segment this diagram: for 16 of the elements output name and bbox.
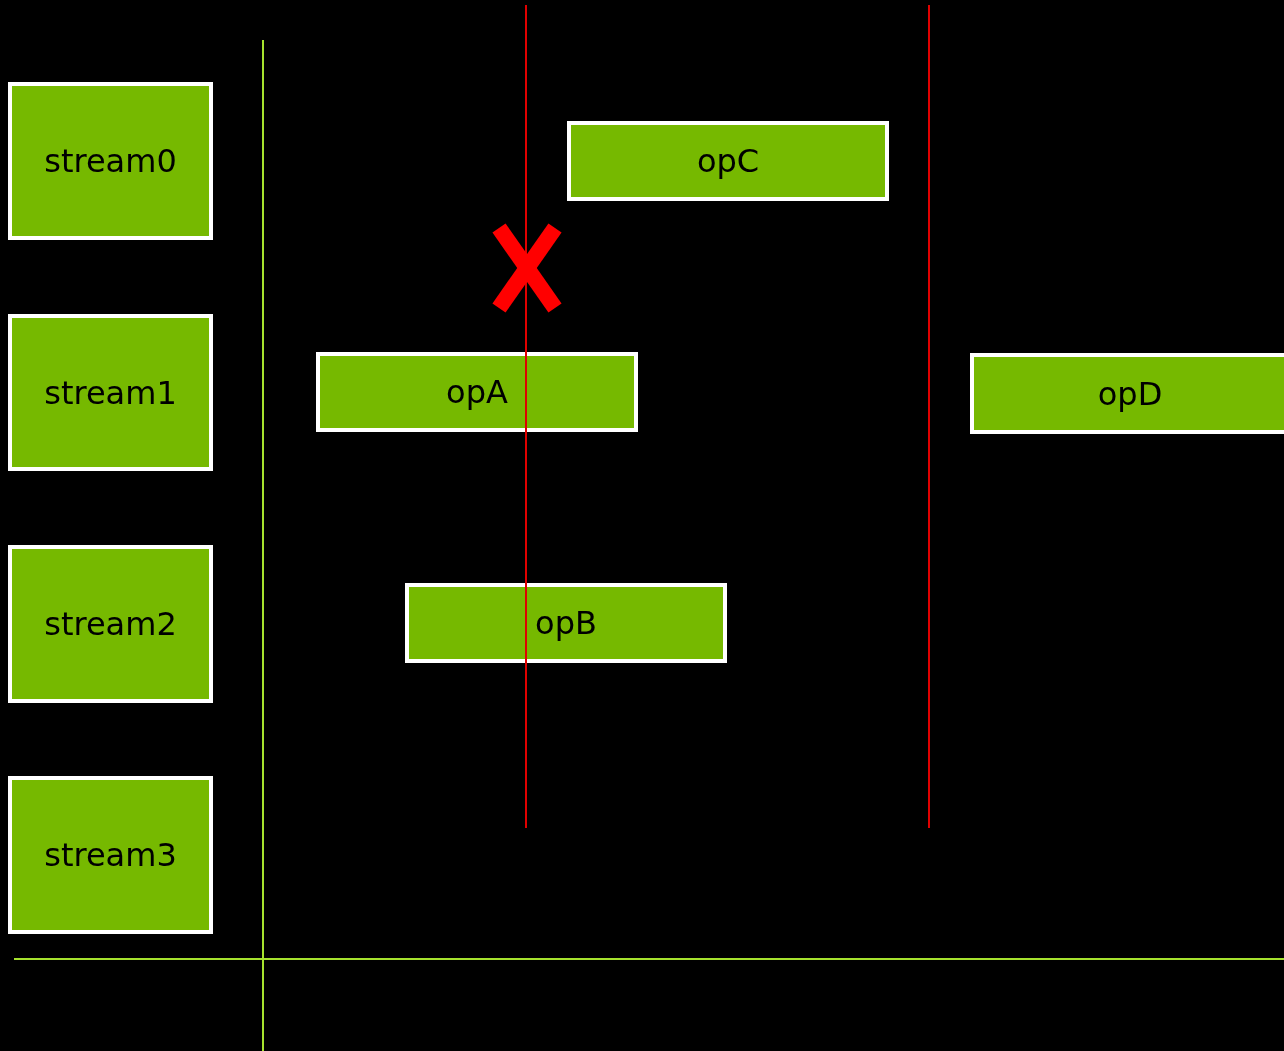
operation-label: opA (446, 373, 508, 411)
stream-label: stream3 (44, 836, 177, 874)
stream-box (8, 314, 213, 471)
operation-bar (970, 353, 1284, 434)
stream-box (8, 545, 213, 703)
stream-label: stream0 (44, 142, 177, 180)
operation-label: opC (696, 142, 760, 180)
stream-label: stream1 (44, 373, 177, 412)
operation-bar (316, 352, 638, 432)
stream-box (8, 82, 213, 240)
operation-label: opD (1097, 374, 1163, 413)
stream-box (8, 776, 213, 934)
operation-bar (405, 583, 727, 663)
stream-label: stream2 (44, 605, 177, 643)
operation-bar (567, 121, 889, 201)
operation-label: opB (535, 604, 597, 642)
